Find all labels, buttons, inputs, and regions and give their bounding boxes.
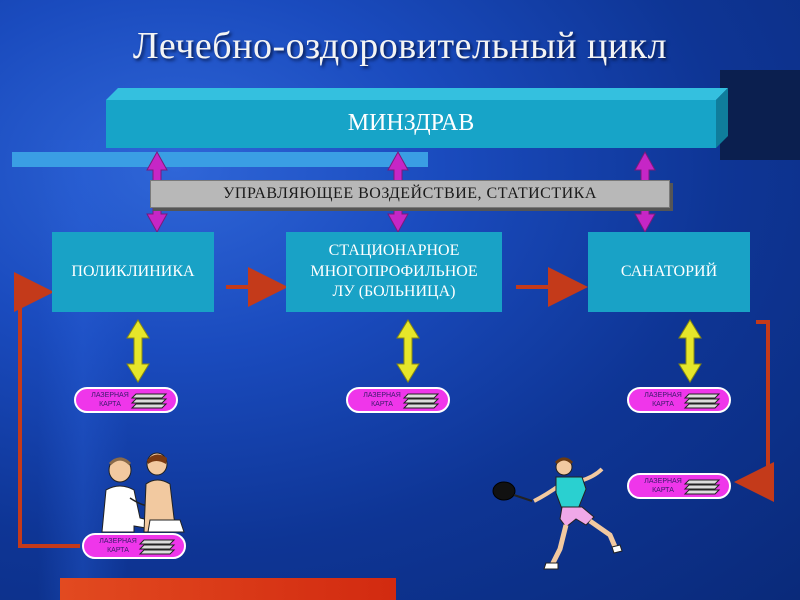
flow-arrow-doctor-polyclinic	[14, 272, 80, 548]
node-sanatorium: САНАТОРИЙ	[588, 232, 756, 318]
node-hospital-label-line2: МНОГОПРОФИЛЬНОЕ	[310, 262, 478, 280]
node-sanatorium-label: САНАТОРИЙ	[620, 262, 718, 280]
double-arrow-sanatorium-card	[678, 319, 702, 383]
laser-card-line2: КАРТА	[652, 487, 674, 494]
minzdrav-box: МИНЗДРАВ	[106, 100, 722, 154]
background-dark-block	[720, 70, 800, 160]
node-polyclinic-label: ПОЛИКЛИНИКА	[71, 262, 195, 280]
laser-card-sport: ЛАЗЕРНАЯ КАРТА	[627, 473, 731, 499]
double-arrow-polyclinic-card	[126, 319, 150, 383]
minzdrav-box-side-face	[716, 88, 728, 148]
card-stack-icon	[138, 539, 176, 555]
laser-card-line2: КАРТА	[107, 547, 129, 554]
laser-card-hospital: ЛАЗЕРНАЯ КАРТА	[346, 387, 450, 413]
card-stack-icon	[130, 393, 168, 409]
flow-arrow-sanatorium-sport	[734, 320, 774, 502]
laser-card-line2: КАРТА	[652, 401, 674, 408]
laser-card-line1: ЛАЗЕРНАЯ	[644, 478, 682, 485]
page-title: Лечебно-оздоровительный цикл	[132, 25, 668, 67]
laser-card-sanatorium: ЛАЗЕРНАЯ КАРТА	[627, 387, 731, 413]
node-hospital-label-line1: СТАЦИОНАРНОЕ	[328, 241, 460, 259]
card-stack-icon	[402, 393, 440, 409]
minzdrav-box-top-face	[106, 88, 728, 100]
laser-card-line1: ЛАЗЕРНАЯ	[99, 538, 137, 545]
node-hospital: СТАЦИОНАРНОЕ МНОГОПРОФИЛЬНОЕ ЛУ (БОЛЬНИЦ…	[286, 232, 508, 318]
node-polyclinic: ПОЛИКЛИНИКА	[52, 232, 220, 318]
laser-card-doctor: ЛАЗЕРНАЯ КАРТА	[82, 533, 186, 559]
laser-card-line1: ЛАЗЕРНАЯ	[363, 392, 401, 399]
double-arrow-hospital-card	[396, 319, 420, 383]
control-bar: УПРАВЛЯЮЩЕЕ ВОЗДЕЙСТВИЕ, СТАТИСТИКА	[150, 180, 670, 208]
laser-card-line1: ЛАЗЕРНАЯ	[91, 392, 129, 399]
doctor-patient-icon	[101, 452, 185, 533]
decorative-stripe-red	[60, 578, 396, 600]
laser-card-line2: КАРТА	[371, 401, 393, 408]
decorative-stripe-cyan	[12, 152, 428, 167]
laser-card-polyclinic: ЛАЗЕРНАЯ КАРТА	[74, 387, 178, 413]
minzdrav-label: МИНЗДРАВ	[347, 110, 475, 137]
laser-card-line2: КАРТА	[99, 401, 121, 408]
node-hospital-label-line3: ЛУ (БОЛЬНИЦА)	[332, 283, 456, 301]
laser-card-line1: ЛАЗЕРНАЯ	[644, 392, 682, 399]
card-stack-icon	[683, 393, 721, 409]
tennis-player-icon	[492, 457, 623, 570]
control-bar-label: УПРАВЛЯЮЩЕЕ ВОЗДЕЙСТВИЕ, СТАТИСТИКА	[223, 185, 597, 202]
card-stack-icon	[683, 479, 721, 495]
